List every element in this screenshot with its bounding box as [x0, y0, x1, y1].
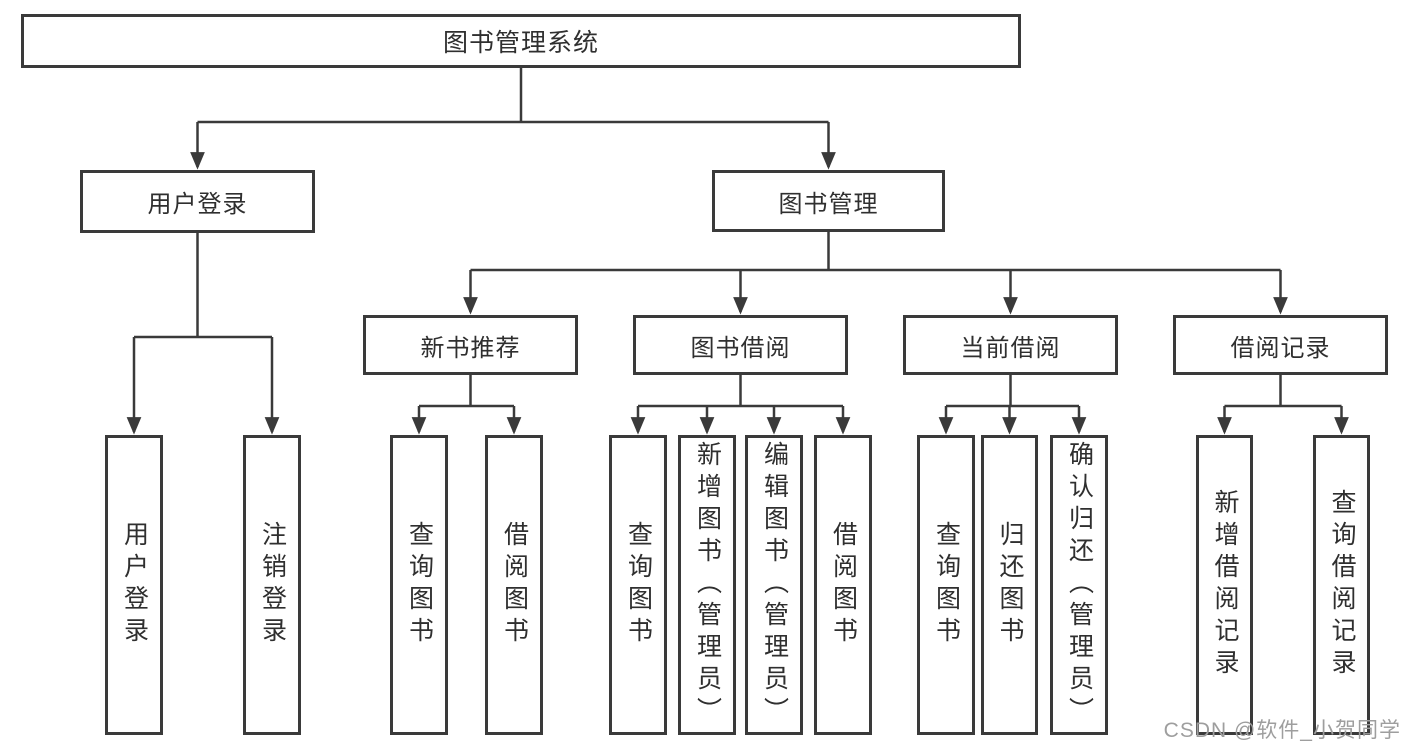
node-current-borrow-label: 当前借阅 [960, 334, 1061, 362]
leaf-borrow-edit-books-label: 编辑图书（管理员） [760, 441, 789, 729]
root-node-label: 图书管理系统 [442, 29, 599, 57]
branch-user-login-label: 用户登录 [147, 191, 248, 218]
branch-book-mgmt: 图书管理 [712, 170, 945, 232]
leaf-record-query: 查询借阅记录 [1313, 435, 1370, 735]
node-new-book-rec: 新书推荐 [363, 315, 578, 375]
leaf-current-query-books-label: 查询图书 [932, 521, 961, 649]
leaf-record-add: 新增借阅记录 [1196, 435, 1253, 735]
leaf-user-login-label: 用户登录 [120, 521, 149, 649]
node-new-book-rec-label: 新书推荐 [420, 334, 521, 362]
leaf-current-return-books: 归还图书 [981, 435, 1038, 735]
leaf-borrow-add-books: 新增图书（管理员） [678, 435, 736, 735]
leaf-newrec-borrow-books-label: 借阅图书 [500, 521, 529, 649]
leaf-logout: 注销登录 [243, 435, 301, 735]
leaf-borrow-borrow-books-label: 借阅图书 [829, 521, 858, 649]
connector-trunks [134, 68, 1342, 408]
branch-book-mgmt-label: 图书管理 [778, 190, 879, 218]
leaf-borrow-borrow-books: 借阅图书 [814, 435, 872, 735]
leaf-record-add-label: 新增借阅记录 [1211, 489, 1239, 681]
watermark: CSDN @软件_小贺同学 [1163, 719, 1401, 742]
node-borrow-record-label: 借阅记录 [1230, 334, 1331, 362]
leaf-current-return-books-label: 归还图书 [996, 521, 1024, 649]
node-book-borrow-label: 图书借阅 [690, 334, 791, 362]
leaf-user-login: 用户登录 [105, 435, 163, 735]
leaf-borrow-add-books-label: 新增图书（管理员） [693, 441, 722, 729]
leaf-borrow-edit-books: 编辑图书（管理员） [745, 435, 803, 735]
leaf-record-query-label: 查询借阅记录 [1328, 489, 1356, 681]
leaf-borrow-query-books: 查询图书 [609, 435, 667, 735]
leaf-newrec-borrow-books: 借阅图书 [485, 435, 543, 735]
leaf-newrec-query-books-label: 查询图书 [405, 521, 434, 649]
leaf-current-confirm-return: 确认归还（管理员） [1050, 435, 1108, 735]
leaf-current-query-books: 查询图书 [917, 435, 975, 735]
branch-user-login: 用户登录 [80, 170, 315, 233]
leaf-newrec-query-books: 查询图书 [390, 435, 448, 735]
leaf-logout-label: 注销登录 [258, 521, 287, 649]
node-current-borrow: 当前借阅 [903, 315, 1118, 375]
leaf-current-confirm-return-label: 确认归还（管理员） [1065, 441, 1094, 729]
node-book-borrow: 图书借阅 [633, 315, 848, 375]
node-borrow-record: 借阅记录 [1173, 315, 1388, 375]
root-node: 图书管理系统 [21, 14, 1021, 68]
leaf-borrow-query-books-label: 查询图书 [624, 521, 653, 649]
